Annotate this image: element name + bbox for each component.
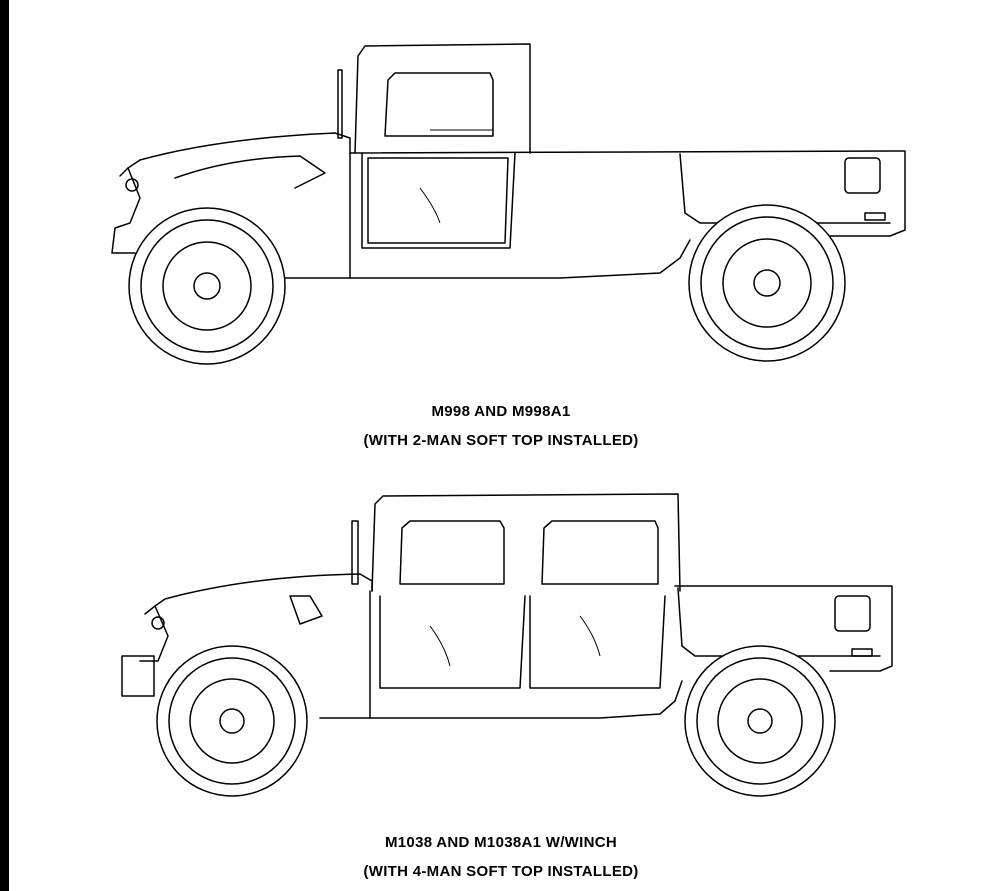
grille-outline — [139, 605, 169, 662]
caption-2-man: M998 AND M998A1 (WITH 2-MAN SOFT TOP INS… — [0, 397, 1002, 455]
rear-tire — [688, 204, 846, 362]
rear-tire-sidewall — [696, 657, 824, 785]
winch — [121, 655, 155, 697]
rear-tire — [684, 645, 836, 797]
fuel-door — [834, 595, 871, 632]
caption-configuration: (WITH 2-MAN SOFT TOP INSTALLED) — [363, 432, 639, 449]
caption-model-name: M1038 AND M1038A1 W/WINCH — [385, 834, 617, 851]
rear-tire-sidewall — [700, 216, 834, 350]
door-panel — [367, 157, 509, 244]
air-intake — [289, 595, 323, 625]
cab-window — [384, 72, 494, 137]
front-hub — [219, 708, 245, 734]
tail-lamp — [851, 648, 873, 657]
rear-hub — [753, 269, 781, 297]
front-tire — [156, 645, 308, 797]
hood-outline — [154, 573, 373, 607]
caption-configuration: (WITH 4-MAN SOFT TOP INSTALLED) — [363, 863, 639, 880]
vehicle-drawing-4-man — [100, 456, 920, 836]
front-hub — [193, 272, 221, 300]
grille-outline — [111, 167, 141, 254]
rocker-panel — [369, 680, 683, 719]
vehicle-illustration-m1038 — [121, 493, 893, 797]
left-margin-bar — [0, 0, 9, 891]
rear-door — [529, 595, 666, 689]
door-outline — [361, 152, 516, 249]
front-tire — [128, 207, 286, 365]
rocker-panel — [349, 239, 691, 279]
hood-outline — [127, 132, 351, 169]
vehicle-drawing-2-man — [100, 8, 920, 388]
rear-door-crease — [579, 615, 601, 657]
vehicle-illustration-m998 — [111, 43, 906, 365]
soft-top-cab — [371, 493, 681, 592]
side-mirror — [351, 520, 359, 585]
front-window — [399, 520, 505, 585]
side-mirror — [337, 69, 343, 139]
cargo-bed-outline — [674, 585, 893, 672]
front-tire-sidewall — [140, 219, 274, 353]
front-tire-sidewall — [168, 657, 296, 785]
door-crease — [419, 187, 441, 224]
front-rim — [189, 678, 275, 764]
rear-rim — [717, 678, 803, 764]
fuel-door — [844, 157, 881, 194]
rear-rim — [722, 238, 812, 328]
rear-fender-line — [677, 587, 881, 657]
soft-top-cab — [354, 43, 531, 154]
caption-model-name: M998 AND M998A1 — [431, 403, 571, 420]
caption-4-man: M1038 AND M1038A1 W/WINCH (WITH 4-MAN SO… — [0, 828, 1002, 886]
rear-window — [541, 520, 659, 585]
hood-crease — [174, 155, 326, 189]
cargo-bed-outline — [349, 150, 906, 237]
body-pillar — [319, 590, 371, 719]
front-rim — [162, 241, 252, 331]
rear-hub — [747, 708, 773, 734]
body-pillar — [274, 152, 351, 279]
tail-lamp — [864, 212, 886, 221]
headlight — [125, 178, 139, 192]
front-door — [379, 595, 526, 689]
headlight — [151, 616, 165, 630]
front-door-crease — [429, 625, 451, 667]
